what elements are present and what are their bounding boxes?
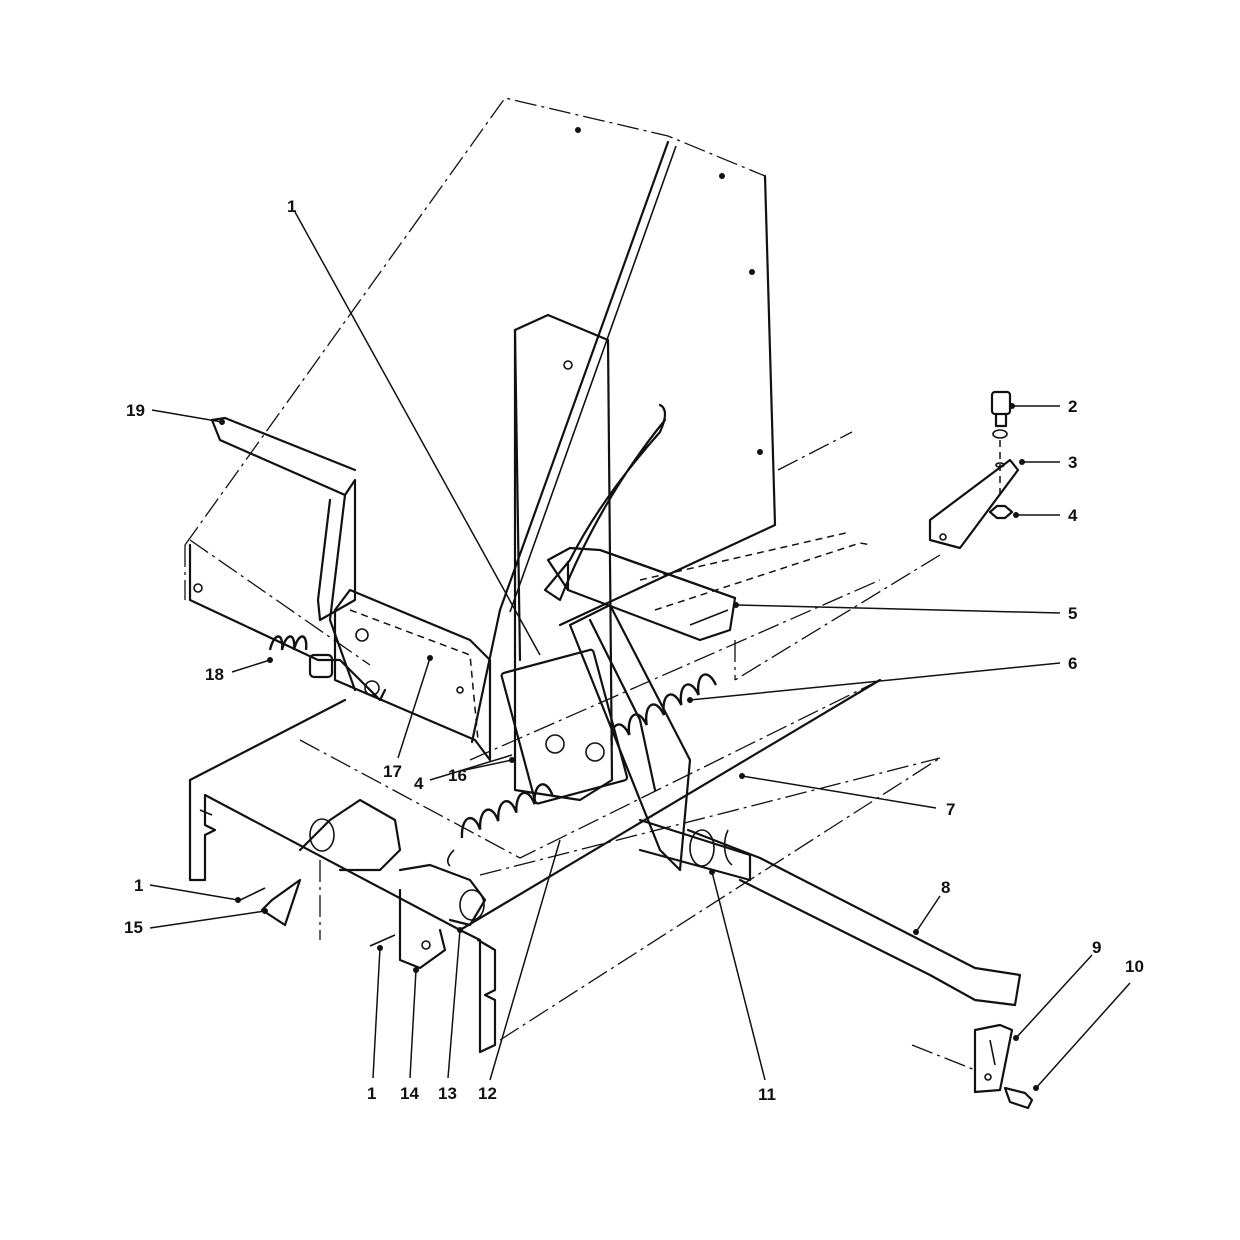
callout-4-center: 4: [414, 774, 424, 793]
rod-assembly: [638, 531, 1022, 1007]
callout-3: 3: [1068, 453, 1077, 472]
center-lines: [189, 539, 941, 1041]
housing-box: [333, 588, 492, 762]
callout-18: 18: [205, 665, 224, 684]
callout-13: 13: [438, 1084, 457, 1103]
right-bracket: [734, 390, 1020, 681]
callout-7: 7: [946, 800, 955, 819]
callout-2: 2: [1068, 397, 1077, 416]
callout-4-right: 4: [1068, 506, 1078, 525]
callout-12: 12: [478, 1084, 497, 1103]
callout-6: 6: [1068, 654, 1077, 673]
callout-8: 8: [941, 878, 950, 897]
callouts: 1 2 3 4 5 6 7 8 9 10 11 12 13 14 1 15 1 …: [124, 197, 1144, 1104]
callout-17: 17: [383, 762, 402, 781]
callout-1-left: 1: [134, 876, 143, 895]
springs: [268, 635, 718, 867]
callout-19: 19: [126, 401, 145, 420]
callout-5: 5: [1068, 604, 1077, 623]
pedal-bracket: [188, 416, 387, 702]
callout-1-top: 1: [287, 197, 296, 216]
callout-15: 15: [124, 918, 143, 937]
panel-shield: [184, 97, 853, 744]
callout-16: 16: [448, 766, 467, 785]
callout-14: 14: [400, 1084, 419, 1103]
left-hardware: [235, 798, 487, 970]
callout-1-bottom: 1: [367, 1084, 376, 1103]
callout-10: 10: [1125, 957, 1144, 976]
lever-arm: [543, 403, 692, 872]
callout-9: 9: [1092, 938, 1101, 957]
center-plate: [500, 313, 629, 805]
leader-lines: [149, 211, 1131, 1091]
end-plate: [911, 1023, 1034, 1110]
callout-11: 11: [758, 1085, 776, 1104]
base-frame: [188, 678, 882, 1054]
